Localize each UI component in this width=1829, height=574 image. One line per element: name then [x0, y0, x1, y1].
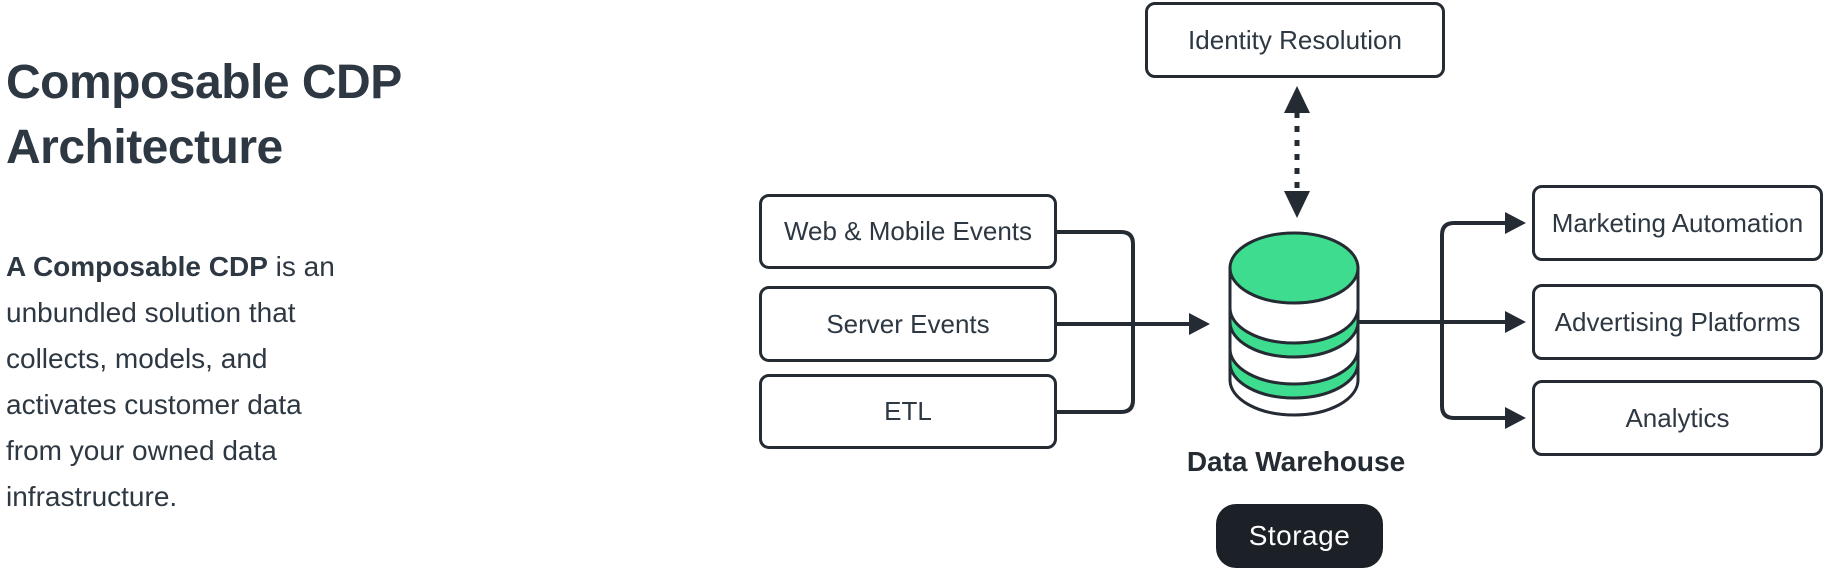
data-warehouse-label: Data Warehouse: [1186, 446, 1406, 477]
database-icon: [1228, 231, 1360, 417]
fan-out-arrows-icon: [1355, 212, 1526, 429]
source-box-web-mobile-events: Web & Mobile Events: [759, 194, 1057, 269]
page-title: Composable CDP Architecture: [6, 56, 402, 174]
dashed-double-arrow-icon: [1284, 86, 1310, 218]
intro-paragraph-lead: A Composable CDP: [6, 251, 268, 282]
destination-box-analytics: Analytics: [1532, 380, 1823, 456]
source-box-etl: ETL: [759, 374, 1057, 449]
intro-paragraph: A Composable CDP is an unbundled solutio…: [6, 244, 486, 520]
identity-resolution-box: Identity Resolution: [1145, 2, 1445, 78]
storage-badge: Storage: [1216, 504, 1383, 568]
destination-box-advertising-platforms: Advertising Platforms: [1532, 284, 1823, 360]
merge-arrow-icon: [1057, 230, 1210, 414]
destination-box-marketing-automation: Marketing Automation: [1532, 185, 1823, 261]
source-box-server-events: Server Events: [759, 286, 1057, 362]
intro-paragraph-rest: is an unbundled solution that collects, …: [6, 251, 335, 512]
